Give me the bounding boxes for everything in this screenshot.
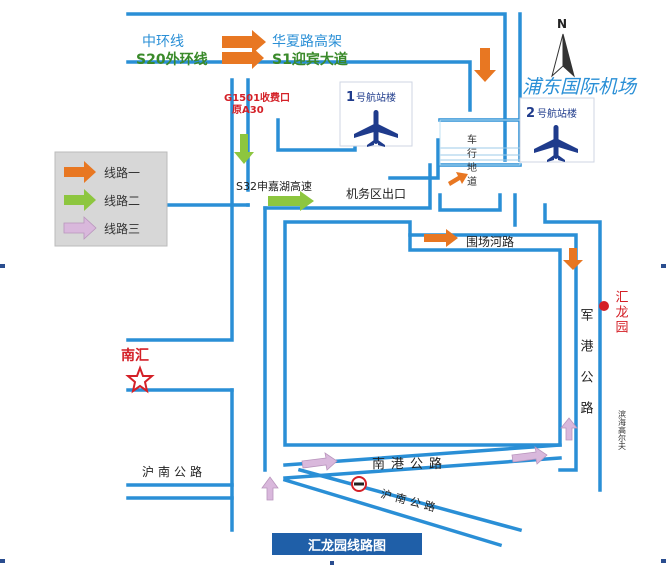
road-t1 xyxy=(388,138,440,180)
route-row1-from: 中环线 xyxy=(142,34,184,50)
arrow-top-2 xyxy=(222,47,264,69)
arrow-orange-exit xyxy=(448,172,468,186)
location-dot-icon xyxy=(599,301,609,311)
place-nanhui: 南汇 xyxy=(121,347,149,364)
place-huilongyuan: 汇龙园 xyxy=(613,290,629,335)
road-left-outer xyxy=(126,78,234,342)
edge-mark-left xyxy=(0,264,5,268)
road-tunnel-exit-left xyxy=(438,193,502,212)
edge-mark-right xyxy=(661,264,666,268)
arrow-pink-up-left xyxy=(261,476,279,501)
terminal1-label: 号航站楼 xyxy=(356,91,396,104)
route-row2-to: S1迎宾大道 xyxy=(272,51,348,68)
airport-name: 浦东国际机场 xyxy=(522,76,638,98)
star-icon-nanhui xyxy=(125,365,155,394)
tunnel-box xyxy=(439,119,521,166)
arrow-orange-down-top xyxy=(474,48,496,82)
toll-line2: 原A30 xyxy=(232,104,264,116)
arrow-green-right xyxy=(268,191,314,211)
road-central-inner xyxy=(283,220,562,447)
map-title: 汇龙园线路图 xyxy=(308,538,386,554)
arrow-orange-ring xyxy=(424,229,458,247)
route-row2-from: S20外环线 xyxy=(136,51,208,68)
edge-mark-bottom xyxy=(330,561,334,565)
arrow-pink-2 xyxy=(511,446,548,465)
airplane-icon-t2 xyxy=(534,125,578,162)
terminal2-number: 2 xyxy=(526,106,535,121)
arrow-orange-down-right xyxy=(563,248,583,270)
legend-swatch-3 xyxy=(63,216,97,240)
edge-mark-bl xyxy=(0,559,5,563)
road-nangang-label: 南港公路 xyxy=(372,456,448,472)
airplane-icon-t1 xyxy=(354,110,398,147)
legend-label-3: 线路三 xyxy=(104,221,140,236)
road-airport-exit-label: 机务区出口 xyxy=(346,186,406,201)
road-hunan-left-label: 沪南公路 xyxy=(142,464,206,479)
place-golf: 滨海高尔夫 xyxy=(618,409,627,451)
tunnel-hatch xyxy=(440,147,520,161)
road-weichang-outer xyxy=(408,233,578,472)
legend-swatch-2 xyxy=(64,189,96,211)
road-hunan-diag-bottom xyxy=(282,477,503,548)
legend-label-1: 线路一 xyxy=(104,165,140,180)
road-s32-label: S32申嘉湖高速 xyxy=(236,179,312,193)
road-top-outer xyxy=(126,12,507,162)
legend-swatch-1 xyxy=(64,161,96,183)
title-banner xyxy=(272,533,422,555)
road-jungang-label: 军港公路 xyxy=(578,308,594,432)
road-top-inner xyxy=(126,60,472,112)
road-jungang-outer xyxy=(543,203,602,492)
road-ring-river-label: 围场河路 xyxy=(466,234,514,249)
arrow-green-down xyxy=(234,134,254,164)
arrow-pink-up-right xyxy=(560,417,578,441)
road-pedestrian-label: 车行地道 xyxy=(465,133,477,190)
road-hunan-diag-top xyxy=(297,467,523,533)
legend-label-2: 线路二 xyxy=(104,193,140,208)
no-entry-icon xyxy=(351,476,367,492)
north-arrow-icon xyxy=(551,33,575,78)
arrow-top-1 xyxy=(222,30,266,54)
toll-line1: G1501收费口 xyxy=(224,91,290,104)
north-label: N xyxy=(557,17,567,31)
arrow-pink-1 xyxy=(301,452,338,471)
edge-mark-br xyxy=(661,559,666,563)
route-row1-to: 华夏路高架 xyxy=(272,33,342,50)
terminal1-number: 1 xyxy=(346,90,355,105)
terminal2-label: 号航站楼 xyxy=(537,107,577,120)
